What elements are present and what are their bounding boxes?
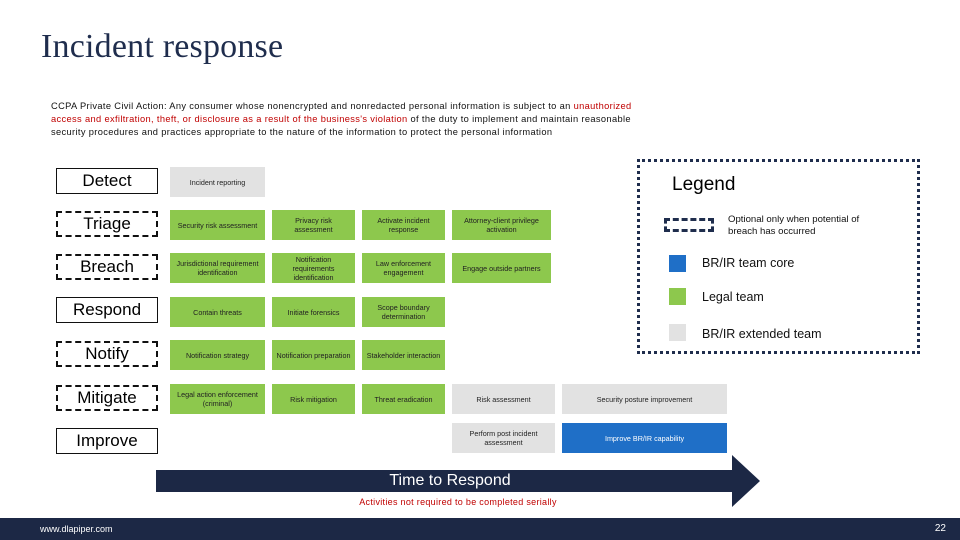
legend-dashed-swatch: [664, 218, 714, 232]
box-improve-brir-capability: Improve BR/IR capability: [562, 423, 727, 453]
box-notification-requirements: Notification requirements identification: [272, 253, 355, 283]
intro-text-red: unauthorized access and exfiltration, th…: [51, 101, 632, 124]
stage-triage: Triage: [56, 211, 158, 237]
box-initiate-forensics: Initiate forensics: [272, 297, 355, 327]
page-number: 22: [934, 523, 946, 534]
box-security-risk-assessment: Security risk assessment: [170, 210, 265, 240]
box-notification-preparation: Notification preparation: [272, 340, 355, 370]
box-incident-reporting: Incident reporting: [170, 167, 265, 197]
box-security-posture-improvement: Security posture improvement: [562, 384, 727, 414]
box-activate-incident-response: Activate incident response: [362, 210, 445, 240]
box-attorney-client-privilege: Attorney-client privilege activation: [452, 210, 551, 240]
stage-notify: Notify: [56, 341, 158, 367]
time-arrow-icon: [156, 455, 760, 507]
stage-improve: Improve: [56, 428, 158, 454]
box-law-enforcement-engagement: Law enforcement engagement: [362, 253, 445, 283]
box-post-incident-assessment: Perform post incident assessment: [452, 423, 555, 453]
legend-title: Legend: [672, 174, 736, 195]
intro-paragraph: CCPA Private Civil Action: Any consumer …: [51, 100, 641, 139]
box-risk-assessment: Risk assessment: [452, 384, 555, 414]
box-engage-outside-partners: Engage outside partners: [452, 253, 551, 283]
box-privacy-risk-assessment: Privacy risk assessment: [272, 210, 355, 240]
legend-core-swatch: [669, 255, 686, 272]
stage-breach: Breach: [56, 254, 158, 280]
stage-respond: Respond: [56, 297, 158, 323]
stage-detect: Detect: [56, 168, 158, 194]
box-risk-mitigation: Risk mitigation: [272, 384, 355, 414]
footer-bar: www.dlapiper.com 22: [0, 518, 960, 540]
legend-panel: Legend Optional only when potential of b…: [637, 159, 920, 354]
box-jurisdictional-requirement: Jurisdictional requirement identificatio…: [170, 253, 265, 283]
intro-text-3: of the duty to implement and maintain re…: [51, 114, 631, 137]
box-stakeholder-interaction: Stakeholder interaction: [362, 340, 445, 370]
intro-text-1: CCPA Private Civil Action: Any consumer …: [51, 101, 571, 111]
box-scope-boundary: Scope boundary determination: [362, 297, 445, 327]
legend-legal-label: Legal team: [702, 290, 764, 304]
legend-core-label: BR/IR team core: [702, 256, 795, 270]
box-threat-eradication: Threat eradication: [362, 384, 445, 414]
legend-legal-swatch: [669, 288, 686, 305]
legend-extended-label: BR/IR extended team: [702, 327, 822, 341]
footer-url[interactable]: www.dlapiper.com: [40, 524, 113, 534]
box-legal-action-enforcement: Legal action enforcement (criminal): [170, 384, 265, 414]
page-title: Incident response: [41, 28, 284, 65]
box-contain-threats: Contain threats: [170, 297, 265, 327]
legend-dashed-label: Optional only when potential of breach h…: [728, 214, 860, 237]
stage-mitigate: Mitigate: [56, 385, 158, 411]
legend-extended-swatch: [669, 324, 686, 341]
box-notification-strategy: Notification strategy: [170, 340, 265, 370]
serial-note: Activities not required to be completed …: [359, 497, 557, 507]
time-to-respond-label: Time to Respond: [389, 472, 511, 489]
